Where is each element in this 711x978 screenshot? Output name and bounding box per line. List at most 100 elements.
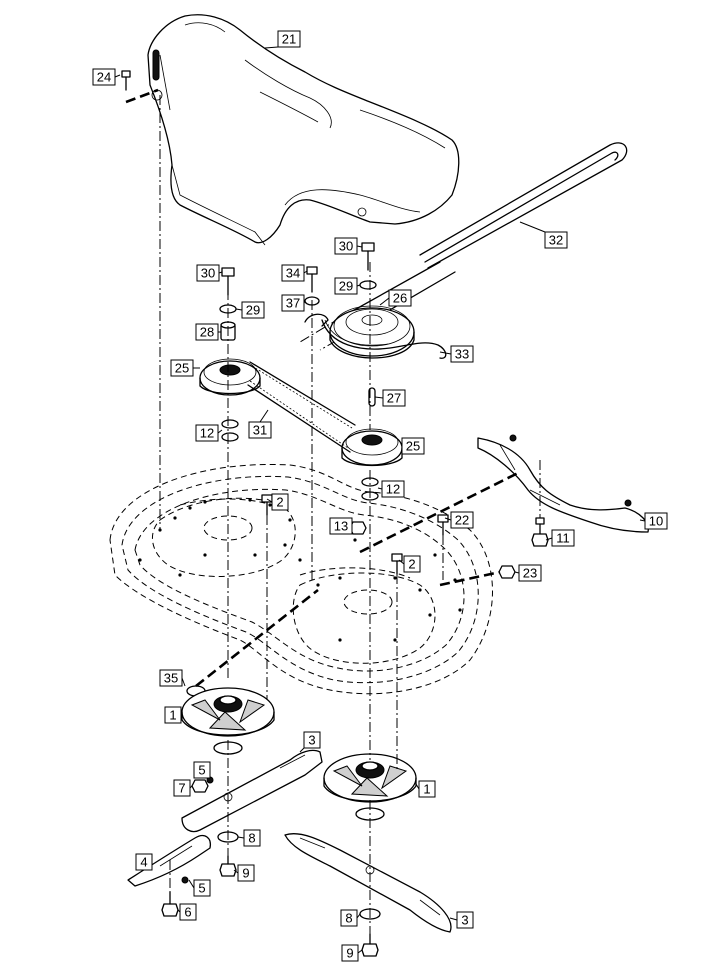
callout-label: 25 (175, 361, 189, 376)
callout-2: 2 (266, 493, 289, 511)
callout-label: 12 (200, 426, 214, 441)
callout-29: 29 (235, 301, 265, 319)
callout-label: 1 (169, 708, 176, 723)
spindle-pulley-right (341, 428, 403, 467)
callout-box (544, 231, 568, 249)
callout-9: 9 (341, 944, 363, 962)
callout-leader (356, 245, 363, 248)
callout-box (248, 421, 272, 439)
callout-label: 34 (286, 266, 300, 281)
callout-leader (259, 409, 269, 423)
callout-box (241, 301, 265, 319)
callout-8: 8 (237, 829, 261, 847)
callout-label: 29 (246, 303, 260, 318)
callout-box (193, 761, 211, 779)
deck-holes (138, 498, 462, 642)
callout-28: 28 (195, 323, 221, 341)
callout-box (450, 345, 474, 363)
callout-label: 29 (339, 279, 353, 294)
callout-leader (266, 498, 273, 503)
callout-box (403, 555, 421, 573)
callout-label: 35 (164, 671, 178, 686)
callout-box (334, 237, 358, 255)
callout-leader (233, 869, 239, 874)
callout-label: 32 (549, 233, 563, 248)
callout-box (329, 517, 353, 535)
callout-25: 25 (170, 359, 200, 377)
callout-leader (264, 46, 279, 49)
callout-8: 8 (340, 909, 361, 927)
discharge-baffle (477, 434, 649, 547)
callout-label: 7 (178, 781, 185, 796)
callout-30: 30 (196, 264, 223, 282)
callout-34: 34 (281, 264, 308, 282)
callout-box (644, 512, 668, 530)
callout-box (135, 853, 153, 871)
callout-box (450, 511, 474, 529)
callout-box (418, 780, 436, 798)
washer-left-b (221, 432, 239, 442)
callout-12: 12 (195, 424, 223, 442)
callout-leader (237, 836, 245, 839)
callout-6: 6 (177, 903, 197, 921)
callout-29: 29 (334, 277, 361, 295)
callout-label: 10 (649, 514, 663, 529)
callout-1: 1 (164, 706, 183, 724)
callout-leader (444, 517, 452, 521)
callout-box (179, 903, 197, 921)
callout-26: 26 (379, 289, 412, 307)
callout-12: 12 (377, 480, 405, 498)
callout-leader (449, 917, 458, 921)
callout-box (237, 864, 255, 882)
blade-left-lower (127, 834, 211, 887)
callout-box (170, 359, 194, 377)
callout-box (340, 909, 358, 927)
callout-leader (235, 308, 243, 311)
callout-35: 35 (159, 669, 186, 687)
callout-label: 5 (198, 763, 205, 778)
callout-label: 22 (455, 513, 469, 528)
spindle-housing-right (323, 753, 417, 821)
callout-label: 23 (523, 566, 537, 581)
callout-10: 10 (639, 512, 668, 530)
callout-leader (398, 559, 405, 565)
callout-box (195, 424, 219, 442)
callout-leader (188, 879, 195, 889)
washer-left-a (221, 419, 239, 429)
callout-9: 9 (233, 864, 255, 882)
callout-leader (379, 297, 390, 306)
callout-label: 30 (201, 266, 215, 281)
callout-label: 33 (455, 347, 469, 362)
callout-box (551, 529, 575, 547)
blade-left (181, 749, 323, 833)
callout-label: 30 (339, 239, 353, 254)
callout-11: 11 (545, 529, 575, 547)
callout-7: 7 (173, 779, 193, 797)
callout-25: 25 (401, 437, 425, 455)
callout-box (164, 706, 182, 724)
callout-box (382, 389, 406, 407)
callout-label: 31 (253, 423, 267, 438)
callout-box (243, 829, 261, 847)
callout-leader (545, 537, 553, 541)
callout-box (334, 277, 358, 295)
callout-label: 37 (286, 296, 300, 311)
callout-box (173, 779, 191, 797)
callout-27: 27 (374, 389, 406, 407)
callout-label: 2 (408, 557, 415, 572)
callout-label: 8 (345, 911, 352, 926)
callout-31: 31 (248, 409, 272, 439)
callout-box (456, 911, 474, 929)
callout-leader (439, 351, 452, 355)
callout-label: 6 (184, 905, 191, 920)
callout-3: 3 (299, 731, 321, 753)
callout-24: 24 (92, 68, 121, 86)
callout-5: 5 (193, 761, 211, 779)
callout-box (193, 879, 211, 897)
callout-label: 3 (461, 913, 468, 928)
timing-belt (247, 361, 356, 453)
callout-box (92, 68, 116, 86)
callout-box (401, 437, 425, 455)
